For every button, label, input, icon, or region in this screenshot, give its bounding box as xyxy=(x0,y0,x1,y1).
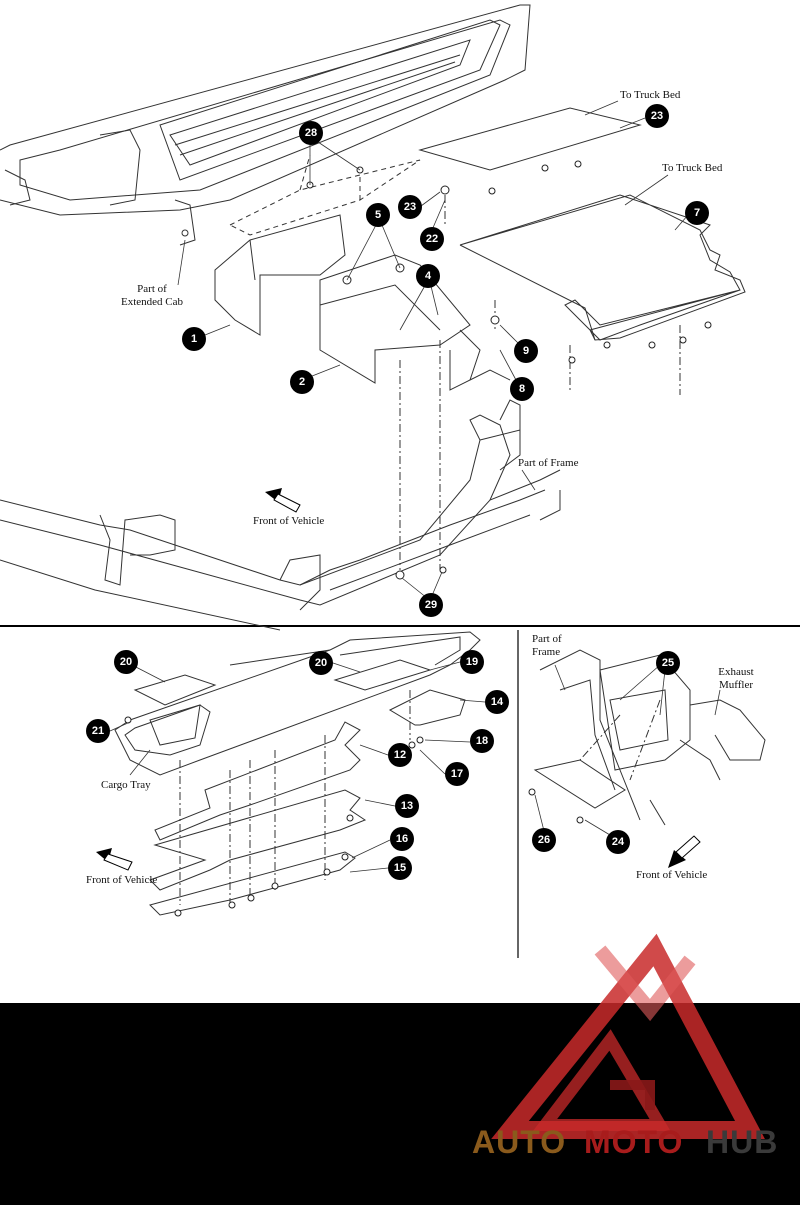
callout-25: 25 xyxy=(656,651,680,675)
part-7-plate xyxy=(459,194,746,341)
callout-14: 14 xyxy=(485,690,509,714)
logo-word-hub: HUB xyxy=(706,1124,779,1160)
callout-4: 4 xyxy=(416,264,440,288)
part-1-side-panel xyxy=(214,214,346,336)
callout-2: 2 xyxy=(290,370,314,394)
vehicle-frame xyxy=(0,329,561,631)
label-part-of-extended-cab: Part of Extended Cab xyxy=(120,283,183,308)
callout-28: 28 xyxy=(299,121,323,145)
callout-20-right: 20 xyxy=(309,651,333,675)
label-to-truck-bed-1: To Truck Bed xyxy=(620,89,681,101)
part-13-lower-plate xyxy=(149,851,356,916)
label-cargo-tray: Cargo Tray xyxy=(101,779,151,791)
callout-10: 23 xyxy=(645,104,669,128)
front-of-vehicle-arrow-bottom-left xyxy=(96,848,133,871)
logo-word-moto: MOTO xyxy=(584,1124,684,1160)
part-12-plate xyxy=(154,721,361,841)
label-part-of-frame-bottom: Part of Frame xyxy=(532,633,562,658)
callout-5: 5 xyxy=(366,203,390,227)
callout-21: 21 xyxy=(86,719,110,743)
label-front-of-vehicle-top: Front of Vehicle xyxy=(253,515,325,527)
callout-23: 23 xyxy=(398,195,422,219)
label-exhaust-muffler: Exhaust Muffler xyxy=(718,666,754,691)
callout-26: 26 xyxy=(532,828,556,852)
callout-7: 7 xyxy=(685,201,709,225)
callout-24: 24 xyxy=(606,830,630,854)
label-to-truck-bed-2: To Truck Bed xyxy=(662,162,723,174)
logo-word-auto: AUTO xyxy=(472,1124,567,1160)
callout-1: 1 xyxy=(182,327,206,351)
part-20-plate-left xyxy=(133,674,217,706)
callout-20-left: 20 xyxy=(114,650,138,674)
part-13-plate xyxy=(149,789,367,891)
label-front-of-vehicle-bottom-left: Front of Vehicle xyxy=(86,874,158,886)
callout-19: 19 xyxy=(460,650,484,674)
front-of-vehicle-arrow-top xyxy=(265,488,301,513)
front-of-vehicle-arrow-bottom-right xyxy=(668,835,701,868)
part-14-plate xyxy=(388,689,466,726)
callout-16: 16 xyxy=(390,827,414,851)
callout-17: 17 xyxy=(445,762,469,786)
label-part-of-frame-top: Part of Frame xyxy=(518,457,579,469)
callout-22: 22 xyxy=(420,227,444,251)
automotohub-logo-mark xyxy=(491,933,765,1139)
callout-15: 15 xyxy=(388,856,412,880)
label-front-of-vehicle-bottom-right: Front of Vehicle xyxy=(636,869,708,881)
callout-8: 8 xyxy=(510,377,534,401)
callout-18: 18 xyxy=(470,729,494,753)
part-24-plate xyxy=(533,759,626,809)
extended-cab-panel xyxy=(0,4,531,246)
callout-13: 13 xyxy=(395,794,419,818)
callout-9: 9 xyxy=(514,339,538,363)
callout-12: 12 xyxy=(388,743,412,767)
part-10-plate xyxy=(418,107,642,171)
callout-29: 29 xyxy=(419,593,443,617)
